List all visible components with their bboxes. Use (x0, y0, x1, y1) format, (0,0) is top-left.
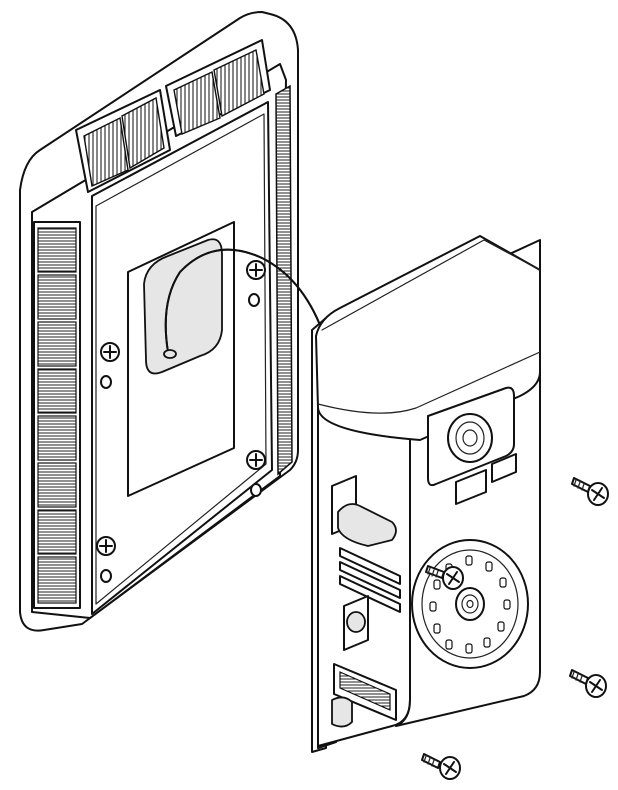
solar-cell (121, 96, 165, 170)
cable-slot-opening (143, 238, 223, 375)
plate-hole (248, 293, 260, 307)
vent-slot (339, 547, 401, 585)
solar-cell (83, 116, 129, 188)
vent-slot (339, 575, 401, 613)
mount-bracket-inner (95, 113, 267, 605)
bottom-connector (331, 696, 353, 728)
video-doorbell-camera (311, 235, 541, 753)
solar-cell (37, 368, 77, 414)
camera-sensor-tab (455, 469, 487, 505)
camera-lens-inner (462, 429, 478, 447)
plate-hole (100, 375, 112, 389)
plate-hole (100, 569, 112, 583)
camera-sensor-tab-right (491, 453, 517, 483)
solar-cell (213, 48, 265, 118)
side-button (343, 595, 369, 651)
screw (569, 669, 607, 698)
solar-cell (37, 462, 77, 508)
screw (571, 477, 609, 506)
plate-screw-top-right (246, 260, 266, 280)
camera-lens-outer (447, 413, 493, 463)
solar-cell (37, 321, 77, 367)
device-clip (337, 503, 397, 547)
solar-panel-mounting-plate (19, 11, 299, 632)
solar-cell (37, 509, 77, 555)
hood-top-face (321, 239, 541, 331)
lower-latch-hatch (339, 671, 391, 711)
plate-screw-mid-right (246, 450, 266, 470)
cable-plug-end (163, 349, 177, 359)
solar-cell (37, 415, 77, 461)
plate-hole (250, 483, 262, 497)
camera-lens-mid (455, 421, 485, 455)
screw (421, 753, 461, 780)
plate-side-vent-strip (275, 84, 293, 476)
plate-screw-top-left (100, 342, 120, 362)
vent-slot (339, 561, 401, 599)
solar-cell (37, 556, 77, 604)
hood-front-edge (317, 351, 541, 414)
top-solar-cells (75, 39, 271, 193)
doorbell-button-disc (411, 539, 529, 669)
connector-cable (163, 248, 323, 359)
solar-cell (37, 227, 77, 273)
device-top-hood (315, 235, 541, 441)
left-solar-strip (33, 221, 81, 609)
plate-screw-bottom-left (96, 536, 116, 556)
solar-cell (37, 274, 77, 320)
screw (425, 565, 464, 590)
solar-cell (173, 70, 221, 135)
